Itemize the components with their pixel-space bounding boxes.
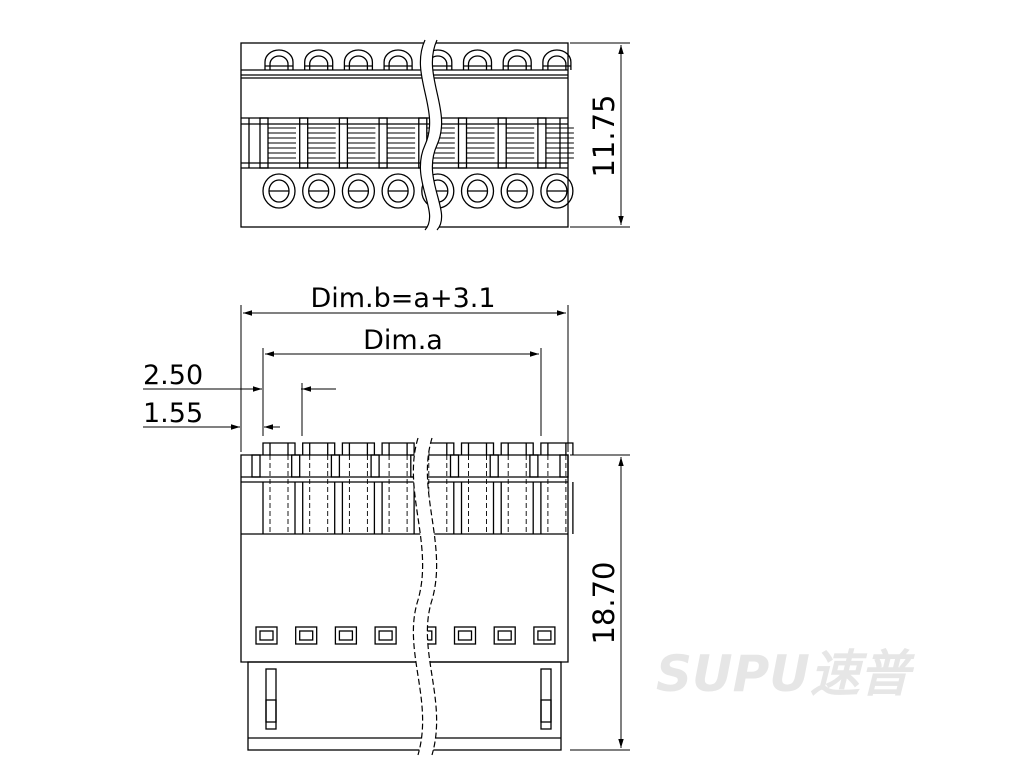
top-pole-4 [378,49,416,209]
dim-b-dimension [240,305,569,452]
top-pole-7 [497,49,535,209]
height-dimension-bottom [570,454,630,751]
dim-b-label: Dim.b=a+3.1 [310,283,495,314]
break-lines [412,39,443,756]
height-label-top: 11.75 [587,94,621,177]
top-view [240,42,574,228]
dim-a-dimension [262,348,542,436]
height-label-bottom: 18.70 [587,561,621,644]
front-pole-1 [251,442,296,645]
top-pole-8 [537,49,574,209]
front-pole-7 [489,442,534,645]
front-pole-6 [449,442,495,645]
watermark-logo: SUPU速普 [656,645,916,703]
front-pole-4 [370,442,415,645]
dim-a-label: Dim.a [363,325,443,356]
pitch-label: 2.50 [143,360,203,391]
front-pole-2 [291,442,336,645]
top-pole-3 [338,49,376,209]
top-pole-6 [457,49,495,209]
front-view-body [240,454,569,663]
front-pole-8 [529,442,574,645]
pitch-dimension [143,383,336,436]
top-pole-2 [299,49,336,209]
pin-section [247,661,562,751]
small-width-label: 1.55 [143,398,203,429]
top-view-outline [240,42,569,228]
front-pole-3 [330,442,376,645]
top-pole-1 [259,49,296,209]
height-dimension-top [570,42,630,228]
front-view [240,442,574,751]
